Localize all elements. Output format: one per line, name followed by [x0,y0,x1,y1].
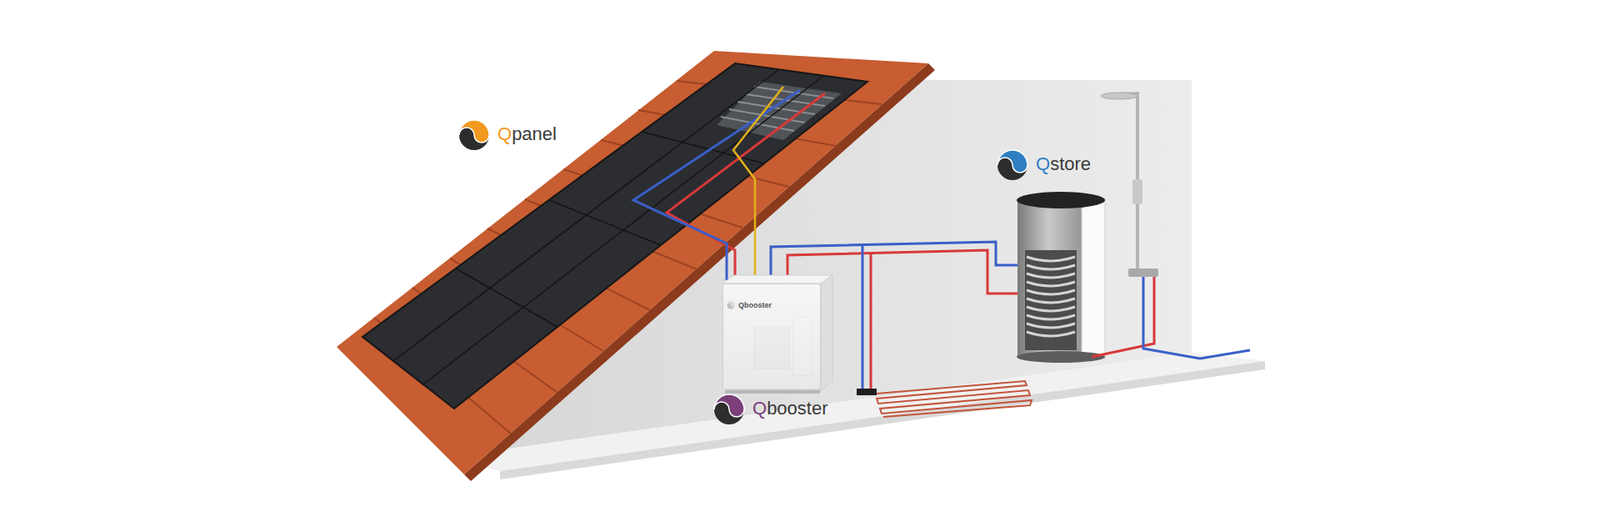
brand-label: Qstore [1035,153,1091,175]
brand-label: Qpanel [497,123,557,145]
cold-pipe [1143,276,1250,359]
booster-side [820,275,833,390]
cold-pipe [633,90,800,280]
hot-pipe [666,93,825,280]
cable [733,86,784,280]
manifold [856,388,877,395]
floor-coil [876,380,1032,417]
tank-cutaway [1025,250,1077,350]
solar-panels [362,63,868,409]
roof-tiles [336,50,929,475]
tank-coil [1026,256,1075,336]
hot-pipe [870,254,873,392]
qbooster-logo [714,394,745,425]
brand-label: Qbooster [752,397,829,420]
hand-shower [1132,179,1143,205]
cold-pipe [861,245,865,392]
tank-cap [1016,191,1105,209]
shower-head [1100,92,1138,100]
mixer [1128,268,1159,277]
booster-top [722,275,833,284]
floor-edge [500,360,1265,480]
unit-name: Qbooster [738,300,772,310]
tank-cover [1081,198,1105,359]
booster-unit: Qbooster [722,283,821,390]
hot-pipe [1091,276,1155,357]
qstore-logo [997,150,1028,180]
qpanel-logo [459,120,490,150]
